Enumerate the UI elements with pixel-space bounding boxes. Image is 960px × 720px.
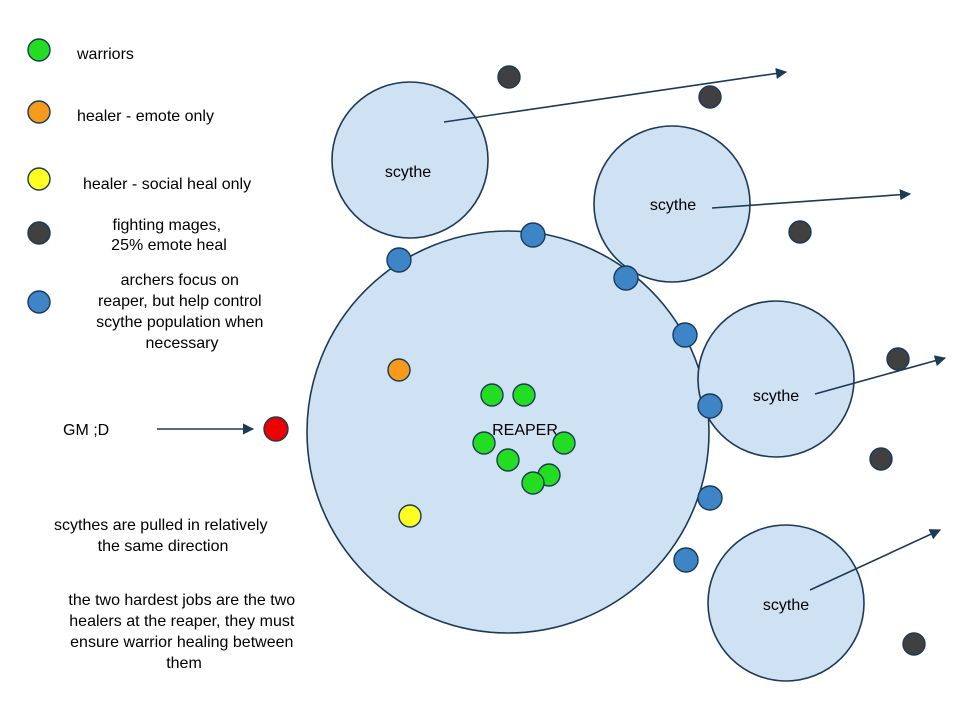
legend-healer-emote-dot — [27, 100, 51, 124]
archers — [386, 222, 723, 573]
note-scythes-line-2: the same direction — [98, 538, 229, 555]
legend-archers-line-2: reaper, but help control — [98, 293, 262, 310]
pull-arrow-4 — [809, 529, 942, 591]
legend-archers-line-1: archers focus on — [121, 272, 239, 289]
legend-archers-line-4: necessary — [146, 335, 219, 352]
warrior-dot — [521, 471, 545, 495]
scythe-label-3: scythe — [753, 388, 799, 405]
pull-arrow-2 — [711, 189, 912, 209]
mage-dot — [902, 632, 926, 656]
warrior-dot — [552, 431, 576, 455]
warrior-dot — [512, 383, 536, 407]
gm-label: GM ;D — [63, 422, 109, 439]
note-hardest-line-2: healers at the reaper, they must — [69, 613, 295, 630]
mage-dot — [497, 65, 521, 89]
legend-mage-dot — [27, 221, 51, 245]
scythe-label-4: scythe — [763, 597, 809, 614]
warriors — [472, 383, 576, 495]
legend-mages-line-1: fighting mages, — [113, 217, 222, 234]
zones — [306, 81, 865, 682]
pull-arrows — [157, 67, 947, 591]
mages — [497, 65, 926, 656]
warrior-dot — [496, 448, 520, 472]
note-scythes-line-1: scythes are pulled in relatively — [54, 517, 267, 534]
mage-dot — [788, 220, 812, 244]
legend-warrior-dot — [27, 38, 51, 62]
archer-dot — [613, 265, 639, 291]
note-hardest-jobs: the two hardest jobs are the two healers… — [68, 592, 299, 672]
archer-dot — [386, 247, 412, 273]
scythe-zone-1 — [331, 81, 489, 239]
archer-dot — [672, 322, 698, 348]
legend-healer-social-label: healer - social heal only — [83, 176, 251, 193]
mage-dot — [869, 447, 893, 471]
archer-dot — [673, 547, 699, 573]
legend-warriors-label: warriors — [76, 46, 134, 63]
scythe-zone-2 — [593, 125, 751, 283]
pull-arrow-1 — [443, 67, 788, 123]
legend: warriors healer - emote only healer - so… — [27, 38, 268, 352]
reaper-label: REAPER — [492, 422, 558, 439]
gm-dot — [263, 416, 289, 442]
legend-archers-label: archers focus on reaper, but help contro… — [96, 272, 268, 352]
legend-mages-line-2: 25% emote heal — [111, 237, 227, 254]
scythe-label-1: scythe — [385, 164, 431, 181]
archer-dot — [697, 485, 723, 511]
reaper-zone — [306, 230, 710, 634]
archer-dot — [697, 393, 723, 419]
note-scythes-pulled: scythes are pulled in relatively the sam… — [54, 517, 272, 555]
note-hardest-line-3: ensure warrior healing between — [70, 634, 293, 651]
legend-healer-emote-label: healer - emote only — [77, 108, 214, 125]
scythe-zone-4 — [707, 524, 865, 682]
mage-dot — [886, 347, 910, 371]
healer-emote-dot — [387, 358, 411, 382]
notes: scythes are pulled in relatively the sam… — [54, 517, 299, 672]
zone-labels: REAPER scythe scythe scythe scythe — [385, 164, 809, 614]
note-hardest-line-4: them — [166, 655, 202, 672]
legend-mages-label: fighting mages, 25% emote heal — [111, 217, 227, 254]
legend-healer-social-dot — [27, 167, 51, 191]
legend-archer-dot — [27, 290, 51, 314]
legend-archers-line-3: scythe population when — [96, 314, 263, 331]
warrior-dot — [480, 383, 504, 407]
healer-social-dot — [398, 504, 422, 528]
scythe-zone-3 — [697, 300, 855, 458]
pull-arrow-3 — [814, 355, 947, 395]
mage-dot — [698, 85, 722, 109]
warrior-dot — [472, 431, 496, 455]
archer-dot — [520, 222, 546, 248]
scythe-label-2: scythe — [650, 197, 696, 214]
note-hardest-line-1: the two hardest jobs are the two — [68, 592, 295, 609]
